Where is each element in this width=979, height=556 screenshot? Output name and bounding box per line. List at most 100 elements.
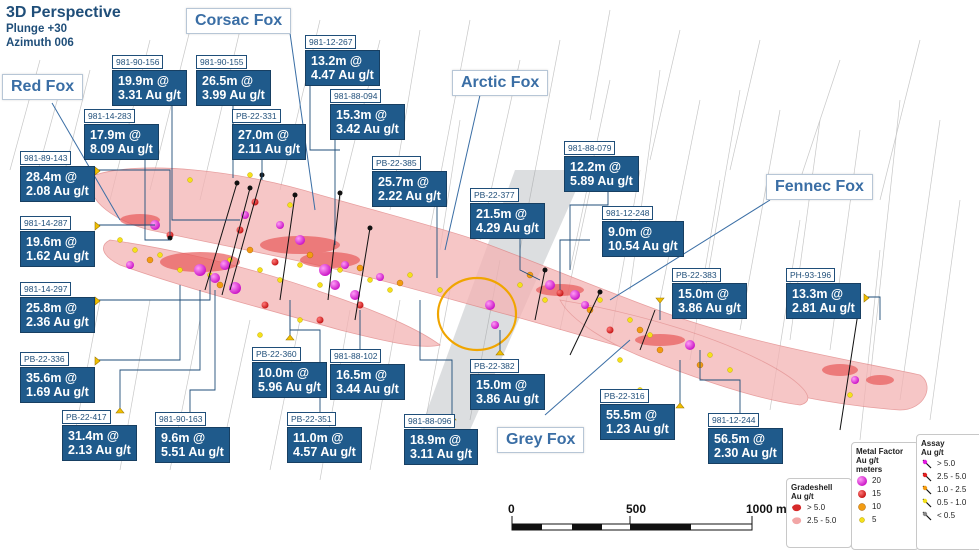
scale-bar: 0 500 1000 m [500,502,787,538]
assay-points-magenta [126,211,859,384]
callout-pb-22-316: PB-22-316 55.5m @1.23 Au g/t [600,386,675,440]
callout-ph-93-196: PH-93-196 13.3m @2.81 Au g/t [786,265,861,319]
hole-id: 981-88-096 [404,414,456,428]
callout-981-88-079: 981-88-079 12.2m @5.89 Au g/t [564,138,639,192]
map-title-block: 3D Perspective Plunge +30 Azimuth 006 [6,4,121,50]
intercept-value: 28.4m @2.08 Au g/t [20,166,95,202]
callout-pb-22-383: PB-22-383 15.0m @3.86 Au g/t [672,265,747,319]
callout-981-89-143: 981-89-143 28.4m @2.08 Au g/t [20,148,95,202]
zone-label-arctic-fox: Arctic Fox [452,70,549,96]
callout-981-12-267: 981-12-267 13.2m @4.47 Au g/t [305,32,380,86]
legend-item: > 5.0 [921,457,979,470]
legend-item: 5 [856,513,914,526]
hole-id: 981-12-248 [602,206,654,220]
intercept-value: 35.6m @1.69 Au g/t [20,367,95,403]
hole-id: PB-22-331 [232,109,281,123]
hole-id: 981-88-079 [564,141,616,155]
intercept-value: 16.5m @3.44 Au g/t [330,364,405,400]
intercept-value: 15.0m @3.86 Au g/t [672,283,747,319]
callout-981-12-244: 981-12-244 56.5m @2.30 Au g/t [708,410,783,464]
leader-lines [51,32,771,416]
intercept-value: 11.0m @4.57 Au g/t [287,427,362,463]
hole-id: 981-14-297 [20,282,72,296]
zone-label-fennec-fox: Fennec Fox [766,174,873,200]
intercept-value: 19.6m @1.62 Au g/t [20,231,95,267]
callout-pb-22-336: PB-22-336 35.6m @1.69 Au g/t [20,349,95,403]
hole-id: 981-88-102 [330,349,382,363]
callout-pb-22-385: PB-22-385 25.7m @2.22 Au g/t [372,153,447,207]
scale-label-1000: 1000 m [746,502,787,516]
hole-id: PH-93-196 [786,268,836,282]
legend-item: 2.5 - 5.0 [791,514,847,527]
azimuth-label: Azimuth 006 [6,37,74,49]
callout-pb-22-360: PB-22-360 10.0m @5.96 Au g/t [252,344,327,398]
intercept-value: 13.2m @4.47 Au g/t [305,50,380,86]
callout-981-88-094: 981-88-094 15.3m @3.42 Au g/t [330,86,405,140]
hole-id: PB-22-377 [470,188,519,202]
callout-981-90-163: 981-90-163 9.6m @5.51 Au g/t [155,409,230,463]
callout-pb-22-382: PB-22-382 15.0m @3.86 Au g/t [470,356,545,410]
hole-id: PB-22-383 [672,268,721,282]
hole-id: PB-22-385 [372,156,421,170]
hole-id: 981-12-244 [708,413,760,427]
intercept-value: 25.8m @2.36 Au g/t [20,297,95,333]
scale-label-0: 0 [508,502,515,516]
hole-id: 981-89-143 [20,151,72,165]
hole-id: PB-22-360 [252,347,301,361]
legend-metal-factor: Metal Factor Au g/t meters 20 15 10 5 [851,442,919,550]
legend-item: < 0.5 [921,509,979,522]
callout-pb-22-417: PB-22-417 31.4m @2.13 Au g/t [62,407,137,461]
callout-981-90-155: 981-90-155 26.5m @3.99 Au g/t [196,52,271,106]
hole-id: 981-14-283 [84,109,136,123]
hole-id: PB-22-417 [62,410,111,424]
hole-id: 981-90-156 [112,55,164,69]
scale-bar-graphic [511,516,753,531]
hole-id: PB-22-336 [20,352,69,366]
legend-item: 20 [856,474,914,487]
callout-981-88-102: 981-88-102 16.5m @3.44 Au g/t [330,346,405,400]
legend-item: > 5.0 [791,501,847,514]
target-ellipse [436,276,518,352]
hole-id: 981-90-155 [196,55,248,69]
callout-pb-22-377: PB-22-377 21.5m @4.29 Au g/t [470,185,545,239]
intercept-value: 9.6m @5.51 Au g/t [155,427,230,463]
callout-981-88-096: 981-88-096 18.9m @3.11 Au g/t [404,411,479,465]
intercept-value: 25.7m @2.22 Au g/t [372,171,447,207]
callout-981-14-287: 981-14-287 19.6m @1.62 Au g/t [20,213,95,267]
assay-points-orange [146,246,704,369]
legend-assay: Assay Au g/t > 5.0 2.5 - 5.0 1.0 - 2.5 0… [916,434,979,550]
intercept-value: 55.5m @1.23 Au g/t [600,404,675,440]
zone-label-corsac-fox: Corsac Fox [186,8,292,34]
callout-981-12-248: 981-12-248 9.0m @10.54 Au g/t [602,203,684,257]
zone-label-red-fox: Red Fox [2,74,84,100]
intercept-value: 27.0m @2.11 Au g/t [232,124,307,160]
hole-id: PB-22-351 [287,412,336,426]
intercept-value: 21.5m @4.29 Au g/t [470,203,545,239]
map-title: 3D Perspective [6,4,121,21]
intercept-value: 26.5m @3.99 Au g/t [196,70,271,106]
zone-label-grey-fox: Grey Fox [497,427,585,453]
hole-id: 981-90-163 [155,412,207,426]
callout-981-14-297: 981-14-297 25.8m @2.36 Au g/t [20,279,95,333]
callout-981-90-156: 981-90-156 19.9m @3.31 Au g/t [112,52,187,106]
intercept-value: 18.9m @3.11 Au g/t [404,429,479,465]
intercept-value: 17.9m @8.09 Au g/t [84,124,159,160]
legend-item: 10 [856,500,914,513]
drill-traces-dark [204,174,861,431]
legend-item: 1.0 - 2.5 [921,483,979,496]
legend-item: 0.5 - 1.0 [921,496,979,509]
callout-pb-22-331: PB-22-331 27.0m @2.11 Au g/t [232,106,307,160]
intercept-value: 10.0m @5.96 Au g/t [252,362,327,398]
intercept-value: 19.9m @3.31 Au g/t [112,70,187,106]
scale-label-500: 500 [626,502,647,516]
intercept-value: 31.4m @2.13 Au g/t [62,425,137,461]
intercept-value: 15.3m @3.42 Au g/t [330,104,405,140]
callout-pb-22-351: PB-22-351 11.0m @4.57 Au g/t [287,409,362,463]
intercept-value: 56.5m @2.30 Au g/t [708,428,783,464]
intercept-value: 15.0m @3.86 Au g/t [470,374,545,410]
intercept-value: 13.3m @2.81 Au g/t [786,283,861,319]
hole-id: 981-14-287 [20,216,72,230]
hole-id: 981-88-094 [330,89,382,103]
plunge-label: Plunge +30 [6,23,68,35]
